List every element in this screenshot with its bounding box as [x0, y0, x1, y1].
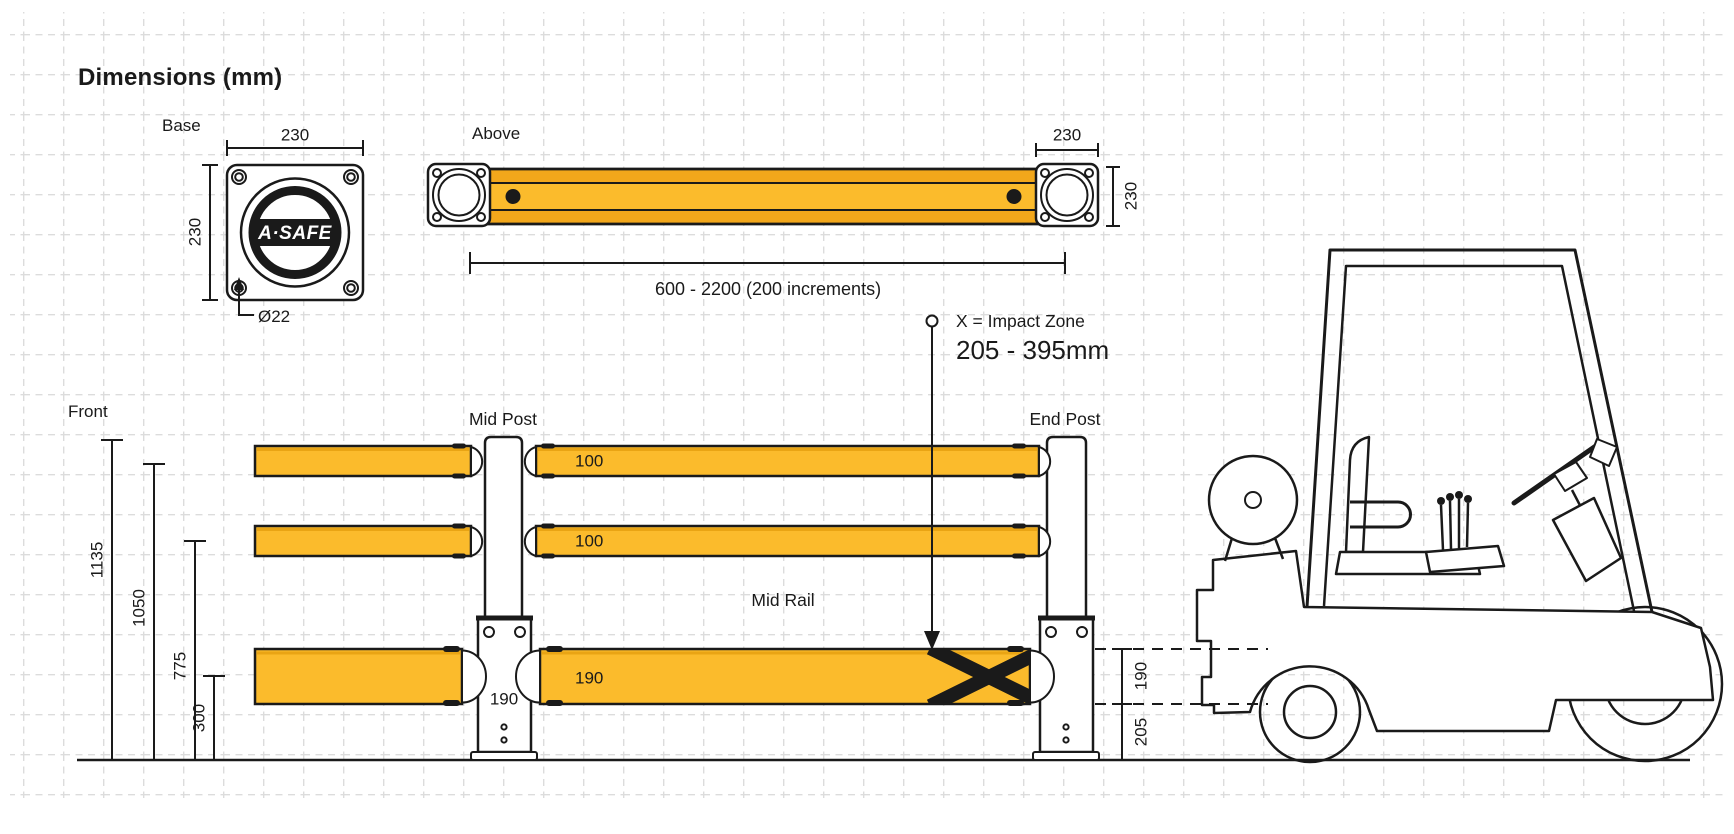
height-dim-300: 300 — [190, 704, 209, 732]
base-corner-bolts — [231, 169, 359, 296]
top-rail-dim: 100 — [575, 452, 603, 471]
above-right-flange — [1034, 162, 1100, 228]
leader-origin-circle — [925, 314, 939, 328]
rail-height-dimensions: 190 205 — [1095, 648, 1268, 760]
control-levers — [1424, 491, 1506, 574]
second-rail: 100 — [253, 523, 1052, 559]
impact-arrow — [924, 631, 940, 650]
front-label: Front — [68, 402, 108, 421]
ground-clearance-dim: 205 — [1132, 718, 1151, 746]
hose-reel — [1207, 454, 1299, 562]
bottom-rail-dim: 190 — [575, 669, 603, 688]
forklift-illustration — [1195, 248, 1724, 764]
impact-zone-title: X = Impact Zone — [956, 311, 1085, 331]
height-dim-1135: 1135 — [88, 542, 107, 579]
front-wheel-hub — [1282, 684, 1338, 740]
impact-x-marker — [926, 650, 1029, 703]
rail-pin-right — [1006, 189, 1022, 204]
above-left-flange — [426, 162, 492, 228]
base-view: Base 230 230 A·SAFE Ø22 — [162, 116, 365, 326]
hole-arrow — [234, 277, 244, 290]
rail-height-dim: 190 — [1132, 662, 1151, 690]
impact-annotation: X = Impact Zone 205 - 395mm — [924, 311, 1109, 650]
above-width-dim: 230 — [1053, 126, 1081, 145]
above-label: Above — [472, 124, 520, 143]
post-width-dim: 190 — [490, 690, 518, 709]
mid-rail-label: Mid Rail — [751, 590, 814, 610]
front-view: Front 1135 1050 775 300 — [68, 402, 1101, 761]
seat-backrest — [1344, 435, 1371, 554]
page-title: Dimensions (mm) — [78, 64, 282, 91]
end-post — [1032, 435, 1100, 761]
above-depth-dim: 230 — [1122, 182, 1141, 210]
base-label: Base — [162, 116, 201, 135]
top-rail: 100 — [253, 443, 1052, 479]
end-post-label: End Post — [1029, 409, 1100, 429]
asafe-logo-text: A·SAFE — [257, 223, 333, 244]
cab-frame-outer — [1305, 248, 1654, 613]
mid-post-label: Mid Post — [469, 409, 537, 429]
rail-pin-left — [505, 189, 521, 204]
impact-zone-range: 205 - 395mm — [956, 335, 1109, 365]
second-rail-dim: 100 — [575, 532, 603, 551]
bolt-hole-dim: Ø22 — [258, 307, 290, 326]
height-dimensions: 1135 1050 775 300 — [88, 439, 225, 760]
rail-length-dim: 600 - 2200 (200 increments) — [655, 279, 881, 299]
bottom-rail: 190 — [253, 646, 1055, 706]
armrest — [1350, 500, 1412, 529]
above-view: Above 230 230 600 - 2200 (200 increme — [426, 124, 1141, 299]
base-height-dim: 230 — [186, 218, 205, 246]
base-width-dim: 230 — [281, 126, 309, 145]
height-dim-1050: 1050 — [130, 589, 149, 627]
steering-assembly — [1511, 438, 1623, 583]
asafe-logo: A·SAFE — [239, 177, 351, 288]
height-dim-775: 775 — [171, 652, 190, 680]
